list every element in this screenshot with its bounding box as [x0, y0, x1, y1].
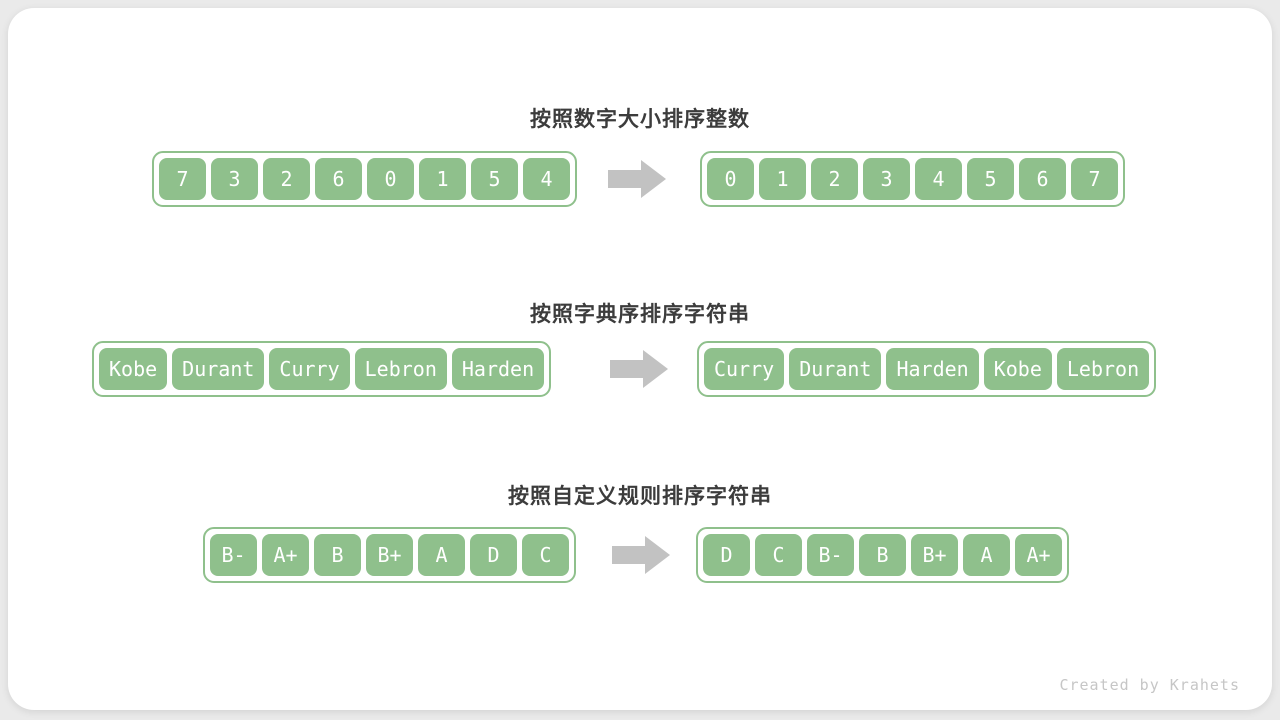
array-cell: 4 — [915, 158, 962, 200]
array-cell: 3 — [211, 158, 258, 200]
array-cell: D — [470, 534, 517, 576]
section-title-sort-strings-custom: 按照自定义规则排序字符串 — [508, 485, 772, 508]
array-cell: 0 — [367, 158, 414, 200]
array-cell: 0 — [707, 158, 754, 200]
array-cell: 6 — [315, 158, 362, 200]
array-cell: Harden — [451, 348, 545, 390]
array-cell: Kobe — [99, 348, 168, 390]
array-cell: Durant — [172, 348, 265, 390]
arrow-right-icon — [610, 350, 668, 388]
array-cell: Curry — [269, 348, 350, 390]
array-cell: Durant — [789, 348, 882, 390]
array-cell: B- — [807, 534, 854, 576]
array-cell: A — [963, 534, 1010, 576]
array-cell: C — [755, 534, 802, 576]
array-cell: 5 — [471, 158, 518, 200]
section-title-sort-strings-lexicographic: 按照字典序排序字符串 — [530, 303, 750, 326]
array-cell: A — [418, 534, 465, 576]
array-cell: 7 — [1071, 158, 1118, 200]
arrow-right-icon — [608, 160, 666, 198]
array-cell: B+ — [911, 534, 958, 576]
array-cell: B+ — [366, 534, 413, 576]
array-cell: Harden — [886, 348, 979, 390]
array-cell: B — [859, 534, 906, 576]
array-cell: 6 — [1019, 158, 1066, 200]
array-cell: 2 — [811, 158, 858, 200]
array-cell: 1 — [759, 158, 806, 200]
array-cell: 2 — [263, 158, 310, 200]
array-cell: A+ — [262, 534, 309, 576]
array-cell: 1 — [419, 158, 466, 200]
array-cell: Lebron — [1056, 348, 1150, 390]
array-cell: B — [314, 534, 361, 576]
array-cell: Curry — [704, 348, 785, 390]
array-cell: D — [703, 534, 750, 576]
array-cell: 3 — [863, 158, 910, 200]
array-cell: Lebron — [354, 348, 447, 390]
section-title-sort-integers: 按照数字大小排序整数 — [530, 108, 750, 131]
array-cell: 5 — [967, 158, 1014, 200]
array-cell: A+ — [1015, 534, 1062, 576]
array-cell: 4 — [523, 158, 570, 200]
array-cell: C — [522, 534, 569, 576]
array-cell: B- — [210, 534, 257, 576]
array-cell: Kobe — [983, 348, 1052, 390]
arrow-right-icon — [612, 536, 670, 574]
array-cell: 7 — [159, 158, 206, 200]
credit-watermark: Created by Krahets — [1059, 676, 1240, 694]
